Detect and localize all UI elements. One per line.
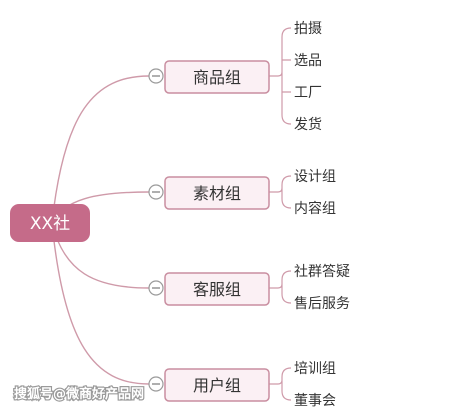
- root-node-box: [10, 204, 90, 242]
- branch-node-0[interactable]: 商品组: [148, 60, 270, 94]
- watermark: 搜狐号@微商好产品网: [14, 386, 144, 402]
- root-node-label: XX社: [30, 214, 70, 234]
- connector-line: [51, 222, 150, 385]
- leaf-brackets: [269, 27, 292, 401]
- leaf-node[interactable]: 内容组: [294, 200, 336, 217]
- leaf-node[interactable]: 发货: [294, 116, 322, 133]
- branch-node-2[interactable]: 客服组: [148, 272, 270, 306]
- branch-node-label: 商品组: [193, 68, 241, 87]
- branch-node-3[interactable]: 用户组: [148, 368, 270, 402]
- leaf-bracket: [269, 175, 292, 209]
- branch-node-box: [164, 368, 270, 402]
- branch-node-box: [164, 176, 270, 210]
- leaf-node[interactable]: 社群答疑: [294, 263, 350, 280]
- branch-node-box: [164, 272, 270, 306]
- leaf-bracket: [269, 27, 292, 125]
- root-node[interactable]: XX社: [10, 204, 90, 242]
- branch-node-1[interactable]: 素材组: [148, 176, 270, 210]
- leaf-node[interactable]: 设计组: [294, 169, 336, 185]
- connector-line: [51, 75, 150, 224]
- leaf-node[interactable]: 董事会: [294, 393, 336, 409]
- leaf-node[interactable]: 选品: [294, 53, 322, 69]
- branch-node-label: 客服组: [193, 280, 241, 299]
- leaf-node[interactable]: 拍摄: [294, 21, 322, 37]
- branch-node-label: 素材组: [193, 184, 241, 203]
- branch-node-label: 用户组: [193, 376, 241, 395]
- branch-node-box: [164, 60, 270, 94]
- leaf-node[interactable]: 工厂: [294, 85, 322, 101]
- leaf-node[interactable]: 售后服务: [294, 296, 350, 312]
- leaf-node[interactable]: 培训组: [294, 361, 336, 377]
- leaf-bracket: [269, 367, 292, 401]
- leaf-bracket: [269, 270, 292, 304]
